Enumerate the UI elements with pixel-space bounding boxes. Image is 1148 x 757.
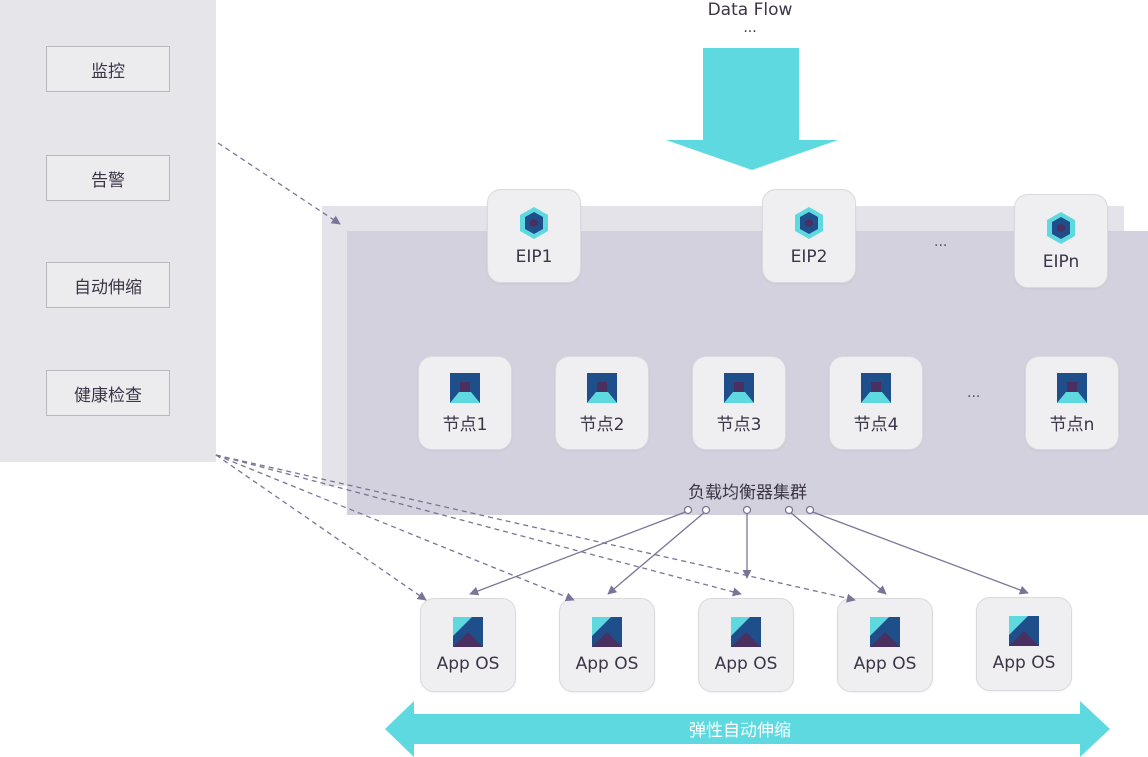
auto-scaling-button[interactable]: 自动伸缩 [46, 262, 170, 308]
app-os-card[interactable]: App OS [976, 597, 1072, 691]
node-card[interactable]: 节点4 [829, 356, 923, 450]
eip-icon [1047, 212, 1075, 244]
eip-icon [795, 207, 823, 239]
alarm-button[interactable]: 告警 [46, 155, 170, 201]
elastic-scaling-label: 弹性自动伸缩 [689, 721, 791, 741]
app-os-label: App OS [714, 654, 778, 674]
eip-label: EIPn [1042, 252, 1080, 272]
eip-card[interactable]: EIP2 [762, 189, 856, 283]
node-label: 节点3 [716, 414, 762, 435]
monitor-button[interactable]: 监控 [46, 46, 170, 92]
eip-icon [520, 207, 548, 239]
eip-label: EIP1 [515, 247, 553, 267]
lb-link-line [788, 510, 887, 595]
node-icon [587, 372, 617, 403]
eip-ellipsis: ... [934, 234, 948, 250]
eip-card[interactable]: EIP1 [487, 189, 581, 283]
node-card[interactable]: 节点1 [418, 356, 512, 450]
eip-label: EIP2 [790, 247, 828, 267]
app-os-icon [731, 617, 761, 647]
app-os-label: App OS [992, 653, 1056, 673]
app-os-icon [592, 617, 622, 647]
lb-link-line [809, 510, 1029, 595]
node-card[interactable]: 节点2 [555, 356, 649, 450]
node-icon [861, 372, 891, 403]
app-os-icon [453, 617, 483, 647]
load-balancer-label: 负载均衡器集群 [688, 483, 807, 503]
node-icon [1057, 372, 1087, 403]
health-check-button[interactable]: 健康检查 [46, 370, 170, 416]
lb-link-line [607, 510, 707, 595]
node-label: 节点4 [853, 414, 899, 435]
node-label: 节点2 [579, 414, 625, 435]
app-os-card[interactable]: App OS [420, 598, 516, 692]
node-card[interactable]: 节点n [1025, 356, 1119, 450]
node-label: 节点n [1049, 414, 1095, 435]
app-os-icon [870, 617, 900, 647]
node-icon [450, 372, 480, 403]
lb-link-line [469, 510, 689, 596]
app-os-label: App OS [575, 654, 639, 674]
node-ellipsis: ... [967, 385, 981, 401]
app-os-card[interactable]: App OS [698, 598, 794, 692]
app-os-label: App OS [853, 654, 917, 674]
app-os-icon [1009, 616, 1039, 646]
data-flow-title: Data Flow [707, 0, 793, 20]
node-card[interactable]: 节点3 [692, 356, 786, 450]
app-os-card[interactable]: App OS [837, 598, 933, 692]
node-label: 节点1 [442, 414, 488, 435]
app-os-label: App OS [436, 654, 500, 674]
management-panel: 监控 告警 自动伸缩 健康检查 [0, 0, 216, 462]
app-os-card[interactable]: App OS [559, 598, 655, 692]
data-flow-ellipsis: ... [743, 20, 757, 36]
eip-card[interactable]: EIPn [1014, 194, 1108, 288]
node-icon [724, 372, 754, 403]
